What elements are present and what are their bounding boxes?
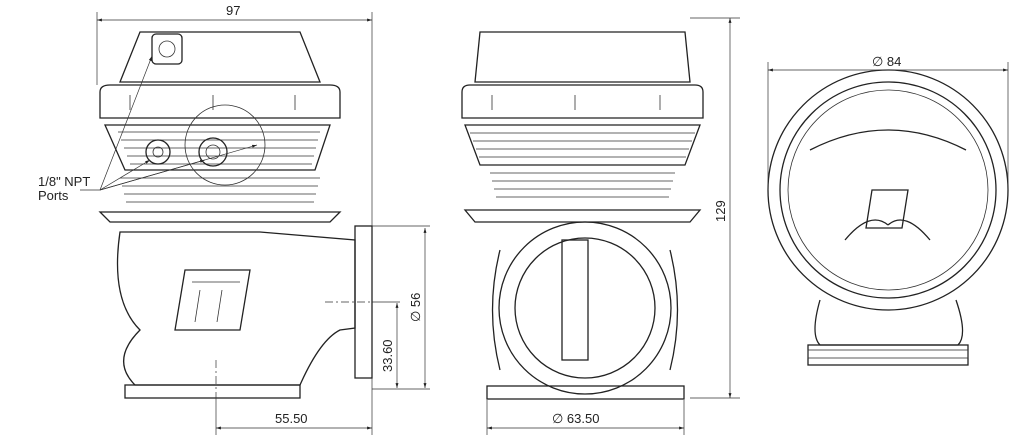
ports-label-line1: 1/8" NPT [38, 174, 90, 189]
dim-outlet-height: 33.60 [380, 339, 395, 372]
dim-outlet-offset: 55.50 [275, 411, 308, 426]
side-view [98, 31, 373, 400]
front-view [461, 31, 704, 400]
dim-overall-height: 129 [713, 200, 728, 222]
dim-actuator-diameter: ∅ 84 [872, 54, 901, 69]
dim-overall-width: 97 [226, 3, 240, 18]
top-view [767, 69, 1009, 366]
ports-label-line2: Ports [38, 188, 69, 203]
turbosmart-logo [174, 269, 251, 331]
dim-inlet-diameter: ∅ 63.50 [552, 411, 599, 426]
dim-outlet-diameter: ∅ 56 [408, 293, 423, 322]
